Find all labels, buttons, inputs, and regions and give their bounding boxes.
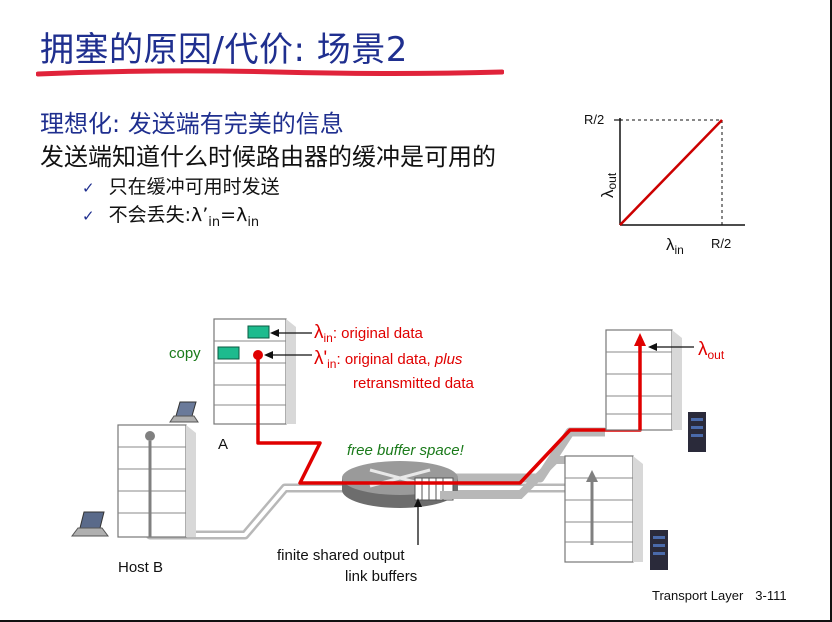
finite-buffer-label-2: link buffers (345, 568, 417, 585)
copy-label: copy (169, 345, 201, 362)
lambda-out-arrowhead (648, 343, 657, 351)
lambda-sub: in (247, 215, 260, 230)
throughput-graph: R/2 R/2 λout λin (584, 112, 745, 257)
lambda-out-label: λout (698, 339, 725, 362)
laptop-icon (71, 511, 109, 537)
server-icon (688, 412, 706, 452)
lambda-in-arrowhead (270, 329, 279, 337)
host-b-dot (145, 431, 155, 441)
y-axis-label: λout (598, 172, 619, 198)
bullet-item: ✓ 只在缓冲可用时发送 (82, 172, 280, 199)
laptop-icon (169, 401, 199, 423)
footer: Transport Layer 3-111 (652, 588, 787, 603)
x-tick-label: R/2 (711, 236, 731, 251)
host-a-stack (213, 318, 296, 425)
output-link-gray (450, 427, 605, 483)
title-underline (36, 68, 504, 77)
original-packet (247, 325, 270, 339)
x-axis-label: λin (666, 235, 684, 257)
host-a-label: A (218, 436, 228, 453)
retransmitted-label: retransmitted data (353, 375, 475, 392)
finite-buffer-label-1: finite shared output (277, 547, 405, 564)
lambda-in-prime-label: λ'in: original data, plus (314, 348, 463, 371)
throughput-line (619, 119, 723, 226)
lambda-prime-symbol: λ’ (190, 204, 209, 226)
idealization-heading: 理想化: 发送端有完美的信息 (40, 110, 344, 138)
receiver-stack (564, 455, 643, 563)
buffer-pointer-arrowhead (414, 498, 422, 507)
lambda-in-label: λin: original data (314, 322, 424, 345)
page-number: 3-111 (755, 588, 787, 603)
bullet-prefix: 不会丢失: (108, 204, 191, 226)
y-tick-label: R/2 (584, 112, 604, 127)
check-icon: ✓ (82, 179, 95, 197)
copy-packet (217, 346, 240, 360)
red-arrowhead-top (634, 333, 646, 346)
lambda-in-prime-arrowhead (264, 351, 273, 359)
equals-sign: = (220, 204, 237, 226)
host-b-stack (117, 424, 196, 538)
free-buffer-label: free buffer space! (347, 442, 465, 459)
lambda-symbol: λ (236, 204, 248, 226)
host-b-label: Host B (118, 559, 163, 576)
lambda-sub: in (208, 215, 221, 230)
bullet-text: 只在缓冲可用时发送 (108, 176, 280, 198)
red-dot (253, 350, 263, 360)
bullet-item: ✓不会丢失:λ’in=λin (82, 200, 259, 230)
y-axis-label-group: λout (598, 172, 619, 198)
slide-title: 拥塞的原因/代价: 场景2 (40, 30, 408, 70)
sender-knows-text: 发送端知道什么时候路由器的缓冲是可用的 (40, 143, 496, 171)
check-icon: ✓ (82, 207, 95, 225)
server-icon (650, 530, 668, 570)
footer-label: Transport Layer (652, 588, 744, 603)
network-diagram: λin: original data λ'in: original data, … (71, 318, 725, 585)
